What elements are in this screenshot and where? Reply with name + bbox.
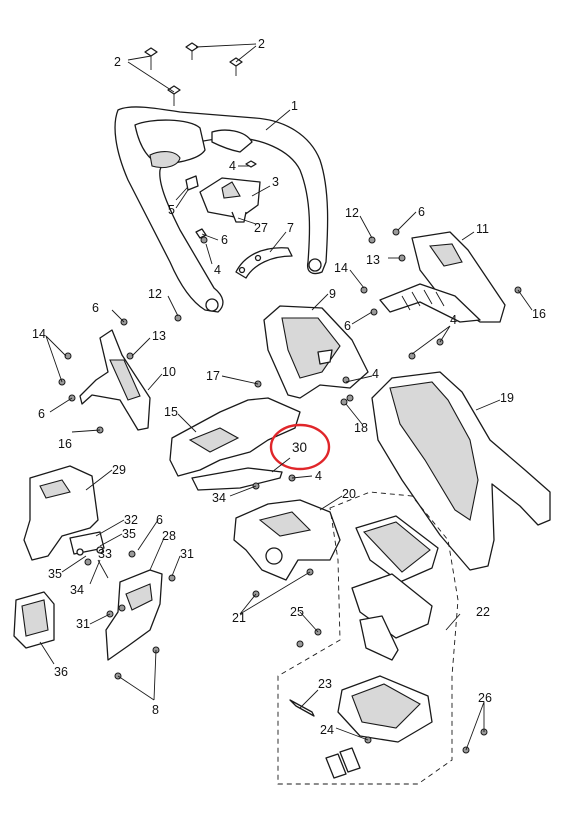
callout-24: 24: [320, 723, 334, 737]
callout-28: 28: [162, 529, 176, 543]
callout-19: 19: [500, 391, 514, 405]
callout-36: 36: [54, 665, 68, 679]
part-32-hardware: [69, 531, 105, 556]
callout-6: 6: [156, 513, 163, 527]
callout-13: 13: [152, 329, 166, 343]
part-10-left-bracket: [79, 329, 151, 431]
callout-31: 31: [76, 617, 90, 631]
part-28-bracket: [105, 569, 163, 661]
callout-18: 18: [354, 421, 368, 435]
callout-7: 7: [287, 221, 294, 235]
callout-4: 4: [229, 159, 236, 173]
callout-10: 10: [162, 365, 176, 379]
callout-8: 8: [152, 703, 159, 717]
part-15-bracket: [169, 397, 301, 491]
part-11-side-panel: [379, 231, 506, 323]
part-7-bracket: [195, 228, 293, 279]
callout-20: 20: [342, 487, 356, 501]
callout-16: 16: [532, 307, 546, 321]
callout-6: 6: [344, 319, 351, 333]
part-2-bolts: [144, 42, 243, 106]
callout-12: 12: [148, 287, 162, 301]
part-3-cover: [199, 177, 261, 223]
part-9-tail-housing: [263, 305, 369, 399]
part-20-plate-bracket: [233, 499, 341, 581]
callout-1: 1: [291, 99, 298, 113]
callout-4: 4: [315, 469, 322, 483]
callout-6: 6: [418, 205, 425, 219]
callout-34: 34: [212, 491, 226, 505]
part-22-light-assembly: [277, 491, 459, 785]
callout-22: 22: [476, 605, 490, 619]
callout-34: 34: [70, 583, 84, 597]
callout-2-right: 2: [258, 37, 265, 51]
callout-3: 3: [272, 175, 279, 189]
part-1-grab-rail: [114, 106, 329, 313]
callout-17: 17: [206, 369, 220, 383]
callout-35: 35: [122, 527, 136, 541]
callout-9: 9: [329, 287, 336, 301]
callout-5: 5: [168, 203, 175, 217]
callout-6: 6: [92, 301, 99, 315]
callout-13: 13: [366, 253, 380, 267]
callout-30-highlighted: 30: [292, 440, 307, 455]
part-29-tray: [23, 465, 99, 561]
callout-14: 14: [32, 327, 46, 341]
fasteners: [58, 228, 522, 754]
callout-4: 4: [450, 313, 457, 327]
callout-6: 6: [221, 233, 228, 247]
callout-33: 33: [98, 547, 112, 561]
callout-labels: 2 2 1 4 3 5 27 6 7 4 12 6 11 13 14 16 6 …: [32, 37, 546, 737]
callout-25: 25: [290, 605, 304, 619]
callout-11: 11: [476, 222, 489, 236]
callout-15: 15: [164, 405, 178, 419]
callout-12: 12: [345, 206, 359, 220]
callout-21: 21: [232, 611, 246, 625]
callout-16: 16: [58, 437, 72, 451]
part-19-rear-hugger: [371, 371, 551, 571]
callout-4: 4: [372, 367, 379, 381]
part-36-ecu: [13, 591, 55, 649]
callout-23: 23: [318, 677, 332, 691]
callout-32: 32: [124, 513, 138, 527]
callout-14: 14: [334, 261, 348, 275]
highlight-circle: [269, 423, 331, 471]
callout-2-left: 2: [114, 55, 121, 69]
callout-29: 29: [112, 463, 126, 477]
callout-4: 4: [214, 263, 221, 277]
callout-27: 27: [254, 221, 268, 235]
callout-31: 31: [180, 547, 194, 561]
callout-6: 6: [38, 407, 45, 421]
callout-35: 35: [48, 567, 62, 581]
leader-lines: [39, 43, 533, 751]
callout-26: 26: [478, 691, 492, 705]
